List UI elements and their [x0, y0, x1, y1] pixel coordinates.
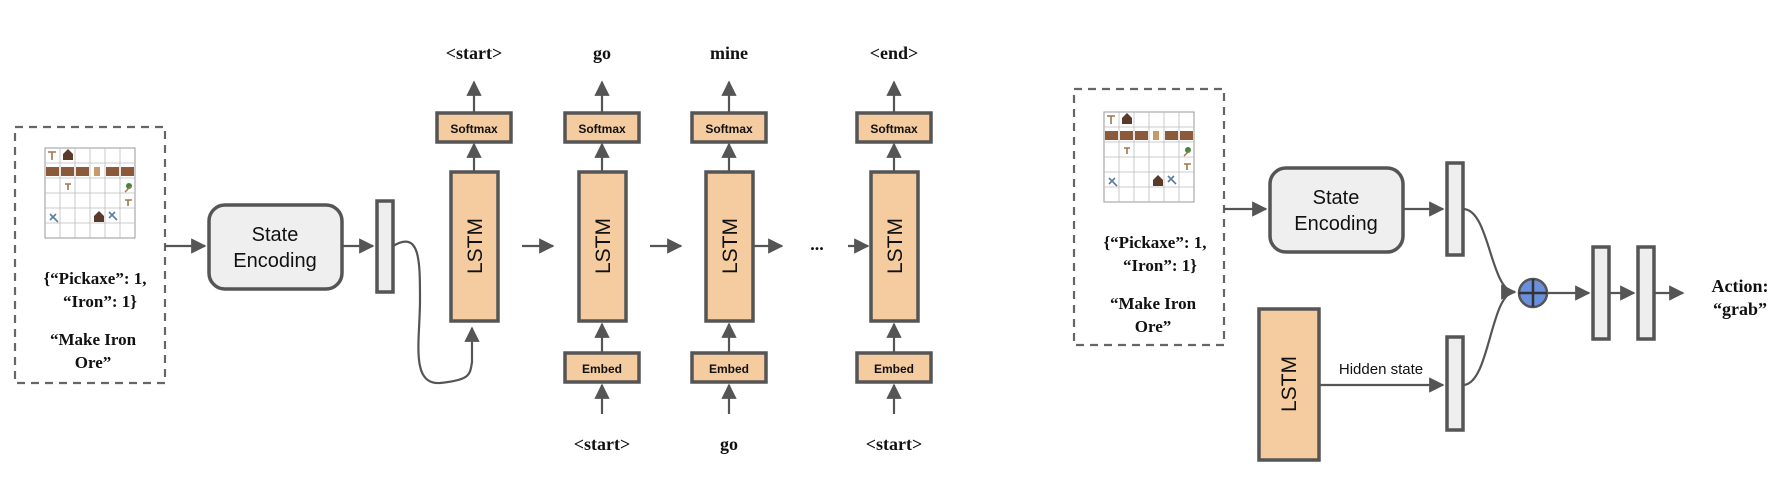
- embed-box-3: [855, 351, 933, 384]
- inventory-text-right-line2: “Iron”: 1}: [1123, 256, 1197, 275]
- output-token-4: <end>: [870, 43, 919, 63]
- inventory-text-right-line1: {“Pickaxe”: 1,: [1103, 233, 1206, 252]
- state-encoding-box: [207, 203, 344, 291]
- fc-layer-2: [1636, 245, 1656, 341]
- output-token-2: go: [593, 43, 611, 63]
- inventory-text-line1: {“Pickaxe”: 1,: [43, 269, 146, 288]
- softmax-box-4: [855, 111, 933, 144]
- softmax-label-4: Softmax: [870, 122, 918, 136]
- hidden-state-label: Hidden state: [1339, 361, 1423, 378]
- input-token-1: <start>: [574, 434, 631, 454]
- input-panel-right: [1072, 87, 1226, 347]
- state-vector-right: [1445, 161, 1465, 257]
- gridworld-image: [44, 147, 136, 239]
- goal-text-right-line2: Ore”: [1135, 317, 1172, 336]
- lstm-box-1: [449, 170, 500, 323]
- softmax-box-3: [690, 111, 768, 144]
- softmax-label-2: Softmax: [578, 122, 626, 136]
- right-diagram: {“Pickaxe”: 1, “Iron”: 1} “Make Iron Ore…: [1072, 87, 1769, 462]
- sum-node: [1517, 277, 1549, 309]
- lstm-label-3: LSTM: [719, 218, 742, 274]
- state-vector: [375, 199, 395, 294]
- lstm-step-2: go Softmax LSTM Embed <start>: [563, 43, 641, 454]
- lstm-box-2: [577, 170, 628, 323]
- output-token-1: <start>: [446, 43, 503, 63]
- lstm-label-1: LSTM: [464, 218, 487, 274]
- lstm-step-1: <start> Softmax LSTM: [435, 43, 513, 323]
- inventory-text-line2: “Iron”: 1}: [63, 292, 137, 311]
- lstm-label-2: LSTM: [592, 218, 615, 274]
- softmax-label-1: Softmax: [450, 122, 498, 136]
- goal-text-line2: Ore”: [75, 353, 112, 372]
- state-encoding-label-line1: State: [252, 224, 299, 246]
- goal-text-line1: “Make Iron: [50, 330, 137, 349]
- lstm-box-4: [869, 170, 920, 323]
- softmax-box-1: [435, 111, 513, 144]
- lstm-label-right: LSTM: [1278, 356, 1301, 412]
- embed-label-1: Embed: [582, 362, 622, 376]
- goal-text-right-line1: “Make Iron: [1110, 294, 1197, 313]
- state-encoding-right-line2: Encoding: [1294, 213, 1377, 235]
- output-token-3: mine: [710, 43, 748, 63]
- gridworld-image-right: [1103, 111, 1195, 203]
- state-encoding-box-right: [1268, 166, 1405, 254]
- state-encoding-label-line2: Encoding: [233, 250, 316, 272]
- softmax-label-3: Softmax: [705, 122, 753, 136]
- input-token-2: go: [720, 434, 738, 454]
- action-label-line1: Action:: [1712, 276, 1769, 296]
- embed-label-3: Embed: [874, 362, 914, 376]
- fc-layer-1: [1591, 245, 1611, 341]
- left-diagram: {“Pickaxe”: 1, “Iron”: 1} “Make Iron Ore…: [13, 43, 933, 454]
- lstm-step-4: <end> Softmax LSTM Embed <start>: [855, 43, 933, 454]
- action-label-line2: “grab”: [1713, 299, 1767, 319]
- embed-label-2: Embed: [709, 362, 749, 376]
- softmax-box-2: [563, 111, 641, 144]
- input-panel: [13, 125, 167, 385]
- lstm-step-3: mine Softmax LSTM Embed go: [690, 43, 768, 454]
- embed-box-1: [563, 351, 641, 384]
- embed-box-2: [690, 351, 768, 384]
- lstm-label-4: LSTM: [884, 218, 907, 274]
- state-encoding-right-line1: State: [1313, 187, 1360, 209]
- hidden-vector-right: [1445, 335, 1465, 432]
- input-token-3: <start>: [866, 434, 923, 454]
- ellipsis: ...: [810, 234, 824, 254]
